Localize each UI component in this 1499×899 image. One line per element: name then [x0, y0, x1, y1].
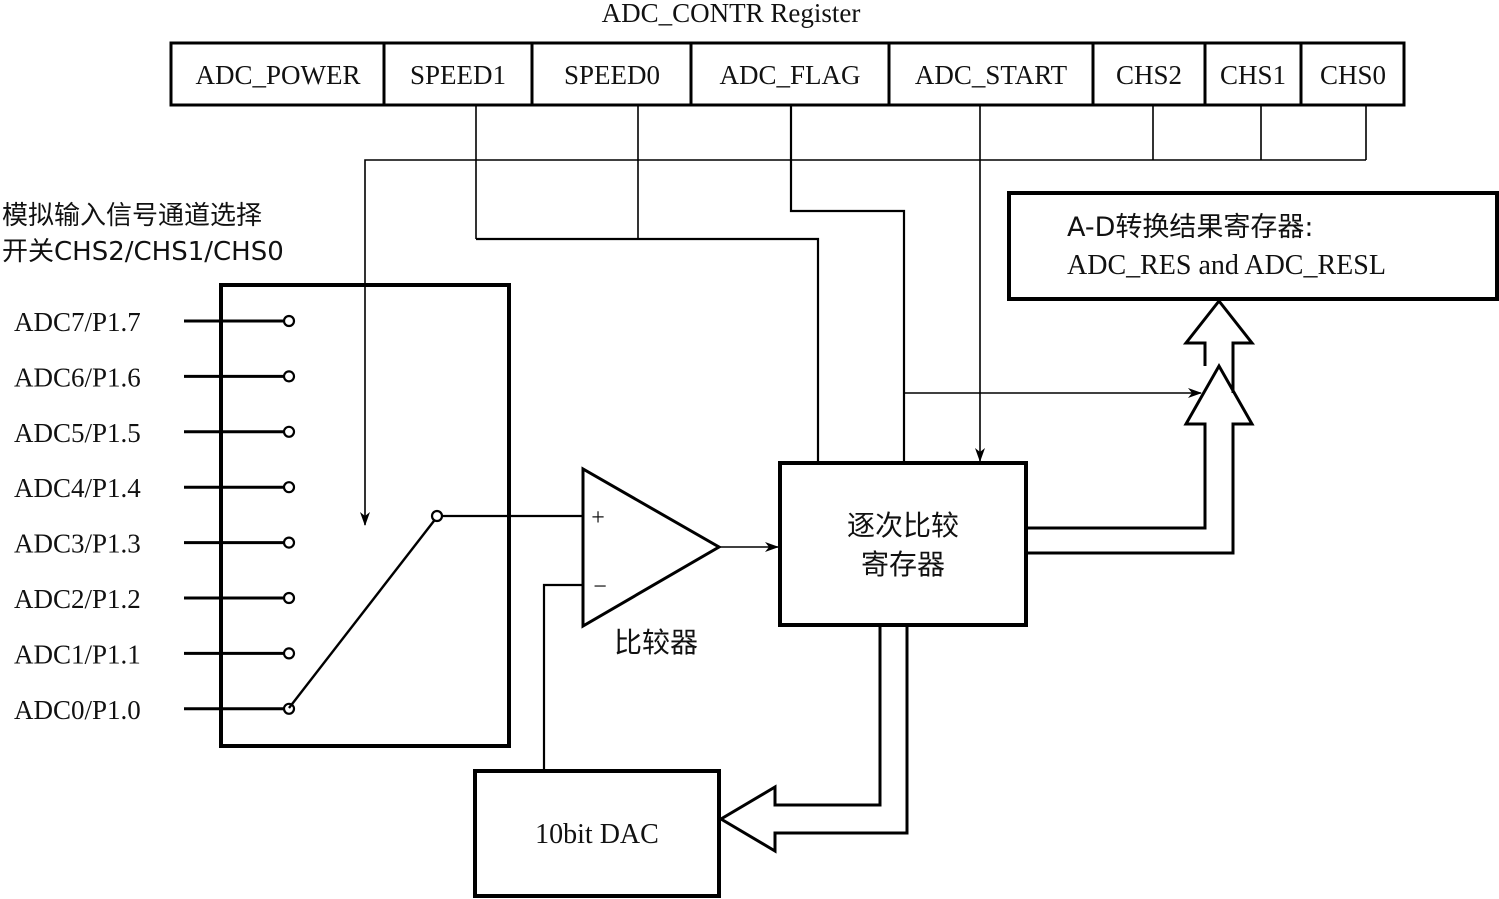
bit-chs1: CHS1 — [1220, 60, 1286, 90]
mux-input-node — [282, 591, 296, 605]
mux-input-label: ADC3/P1.3 — [14, 529, 141, 559]
bit-adc-start: ADC_START — [915, 60, 1068, 90]
chs-select-wires — [360, 105, 1367, 526]
mux-input-node — [282, 370, 296, 383]
mux-input-label: ADC0/P1.0 — [14, 695, 141, 725]
mux-input-label: ADC1/P1.1 — [14, 639, 141, 669]
mux-inputs: ADC7/P1.7ADC6/P1.6ADC5/P1.5ADC4/P1.4ADC3… — [14, 307, 296, 725]
comparator-label: 比较器 — [614, 626, 698, 659]
dac-to-comparator-wire — [542, 583, 583, 771]
mux-input-label: ADC4/P1.4 — [14, 473, 141, 503]
result-register-line1: A-D转换结果寄存器: — [1067, 212, 1314, 243]
mux-input-node — [282, 481, 296, 494]
mux-input-label: ADC5/P1.5 — [14, 418, 141, 448]
result-register: A-D转换结果寄存器: ADC_RES and ADC_RESL — [1007, 191, 1499, 301]
mux-output-node — [430, 509, 444, 523]
result-register-line2: ADC_RES and ADC_RESL — [1067, 250, 1386, 281]
mux-input-node — [282, 425, 296, 438]
mux-input-row: ADC5/P1.5 — [14, 418, 296, 448]
bit-speed1: SPEED1 — [410, 60, 506, 90]
sar-to-dac-bus — [718, 625, 909, 854]
mux-input-row: ADC6/P1.6 — [14, 362, 296, 392]
mux-switch-arm — [288, 516, 438, 709]
result-register-box — [1007, 191, 1499, 301]
sar-register: 逐次比较 寄存器 — [778, 461, 1028, 627]
mux-input-node — [282, 647, 296, 660]
mux-label-line1: 模拟输入信号通道选择 — [2, 201, 262, 231]
comparator-plus-label: + — [591, 505, 605, 531]
dac: 10bit DAC — [473, 769, 721, 898]
comparator-minus-label: − — [593, 574, 607, 600]
mux-input-row: ADC4/P1.4 — [14, 473, 296, 503]
bit-speed0: SPEED0 — [564, 60, 660, 90]
adc-contr-register: ADC_POWER SPEED1 SPEED0 ADC_FLAG ADC_STA… — [169, 41, 1406, 107]
bit-chs2: CHS2 — [1116, 60, 1182, 90]
sar-label-line2: 寄存器 — [861, 548, 945, 581]
comparator-triangle — [581, 466, 723, 629]
mux-input-label: ADC7/P1.7 — [14, 307, 141, 337]
sar-label-line1: 逐次比较 — [847, 509, 959, 542]
speed-wires — [475, 105, 820, 463]
register-title: ADC_CONTR Register — [602, 0, 861, 28]
bit-adc-power: ADC_POWER — [195, 60, 360, 90]
bit-chs0: CHS0 — [1320, 60, 1386, 90]
mux-label-line2: 开关CHS2/CHS1/CHS0 — [2, 237, 284, 267]
mux-input-row: ADC2/P1.2 — [14, 584, 296, 614]
bit-adc-flag: ADC_FLAG — [719, 60, 860, 90]
comparator: + − 比较器 — [581, 466, 723, 659]
mux-input-row: ADC3/P1.3 — [14, 529, 296, 559]
mux-input-label: ADC2/P1.2 — [14, 584, 141, 614]
mux-input-row: ADC7/P1.7 — [14, 307, 296, 337]
dac-label: 10bit DAC — [535, 819, 659, 850]
mux-input-node — [282, 536, 296, 549]
dac-box — [473, 769, 721, 898]
sar-box — [778, 461, 1028, 627]
adc-flag-wire — [789, 105, 906, 463]
mux-input-row: ADC0/P1.0 — [14, 695, 296, 725]
mux-input-row: ADC1/P1.1 — [14, 639, 296, 669]
mux-input-label: ADC6/P1.6 — [14, 362, 141, 392]
mux-input-node — [282, 314, 296, 328]
sar-to-result-bus — [1024, 298, 1256, 555]
register-outline — [169, 41, 1406, 107]
